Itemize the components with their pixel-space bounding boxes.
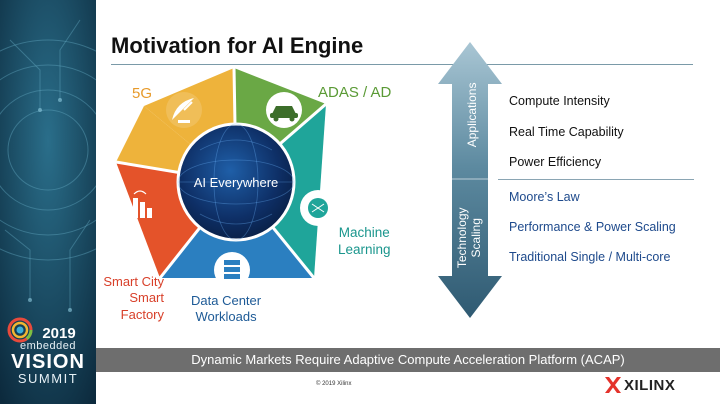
segment-label-machine-learning: Machine Learning [338,225,391,259]
segment-label-smart-city: Smart City Smart Factory [96,274,164,323]
app-item-power-efficiency: Power Efficiency [509,155,602,169]
sc-line3: Factory [120,306,164,322]
scaling-arrow [438,42,502,318]
segment-label-adas: ADAS / AD [318,84,392,101]
dc-line2: Workloads [195,309,257,325]
bottom-banner: Dynamic Markets Require Adaptive Compute… [96,348,720,372]
slide-title: Motivation for AI Engine [111,33,364,58]
ml-line2: Learning [338,241,391,257]
center-label: AI Everywhere [193,175,279,190]
summit-word-summit: SUMMIT [17,371,79,386]
brain-icon [300,190,336,226]
banner-text: Dynamic Markets Require Adaptive Compute… [191,352,625,367]
list-divider [498,179,694,180]
copyright-text: © 2019 Xilinx [316,381,352,387]
xilinx-logo-icon [605,377,621,393]
summit-word-embedded: embedded [20,340,76,352]
sc-line1: Smart City [103,274,164,289]
summit-logo: 2019 embedded VISION SUMMIT [2,326,94,385]
satellite-dish-icon [166,92,202,128]
car-icon [266,92,302,128]
app-item-real-time: Real Time Capability [509,125,624,139]
sidebar-circuit-art [0,0,96,404]
tech-line1: Technology [455,207,470,269]
summit-eye-logo [7,317,33,343]
summit-year: 2019 [42,325,76,342]
tech-item-multicore: Traditional Single / Multi-core [509,250,671,264]
arrow-label-technology-scaling: Technology Scaling [455,200,484,276]
tech-item-moores-law: Moore’s Law [509,190,580,204]
brand-name: XILINX [624,377,676,394]
arrow-label-applications: Applications [465,82,480,148]
server-icon [214,252,250,288]
globe-center [176,122,296,242]
tech-line2: Scaling [469,218,483,258]
segment-label-5g: 5G [132,85,153,102]
summit-word-vision: VISION [11,351,85,373]
sc-line2: Smart [129,290,164,306]
app-item-compute-intensity: Compute Intensity [509,94,610,108]
dc-line1: Data Center [191,293,262,308]
ml-line1: Machine [338,225,390,240]
ai-everywhere-diagram [115,68,336,288]
segment-label-data-center: Data Center Workloads [191,293,261,326]
city-icon [126,190,152,218]
summit-sidebar: 2019 embedded VISION SUMMIT [0,0,96,404]
title-divider [111,64,693,65]
tech-item-perf-power: Performance & Power Scaling [509,220,676,234]
